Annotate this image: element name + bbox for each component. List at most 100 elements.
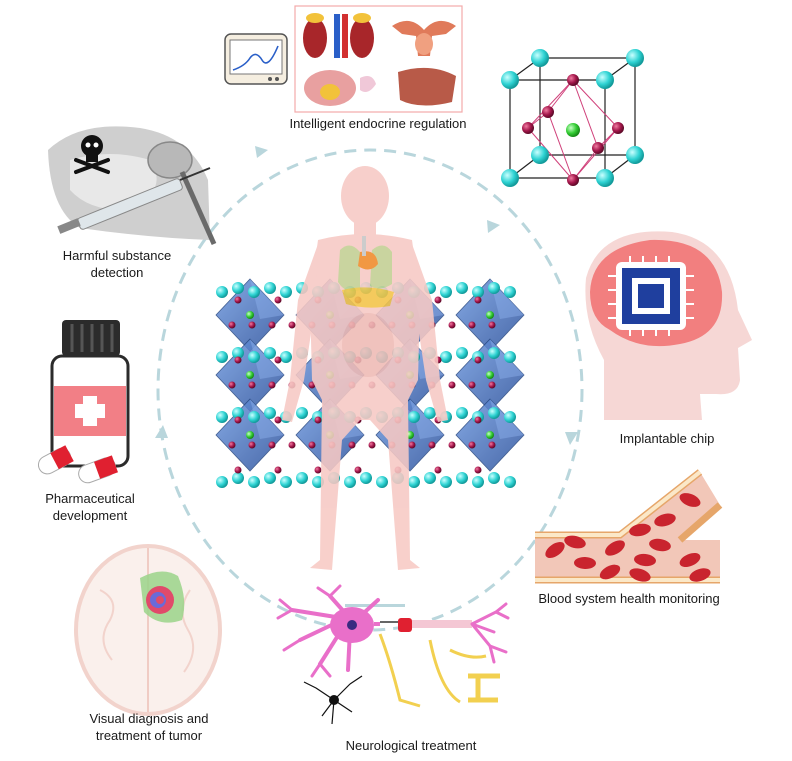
red-blood-cell [574, 556, 596, 570]
center-atom [566, 123, 580, 137]
a-site-atom [264, 347, 276, 359]
a-site-atom [216, 351, 228, 363]
a-site-atom [216, 411, 228, 423]
red-blood-cell [679, 553, 701, 567]
a-site-atom [280, 351, 292, 363]
a-site-atom [472, 476, 484, 488]
a-site-atom [424, 472, 436, 484]
corner-atom [531, 49, 549, 67]
x-site-atom [234, 296, 242, 304]
label-implantable: Implantable chip [620, 431, 715, 446]
x-site-atom [448, 441, 456, 449]
a-site-atom [280, 476, 292, 488]
a-site-atom [424, 407, 436, 419]
x-site-atom [248, 441, 256, 449]
a-site-atom [472, 286, 484, 298]
a-site-atom [264, 407, 276, 419]
octahedron-face [250, 399, 284, 439]
red-blood-cell [649, 538, 671, 552]
label-harmful-line2: detection [91, 265, 144, 280]
a-site-atom [488, 282, 500, 294]
a-site-atom [456, 282, 468, 294]
face-atom [567, 174, 579, 186]
a-site-atom [488, 472, 500, 484]
a-site-atom [232, 347, 244, 359]
cycle-arrows [155, 146, 584, 632]
corner-atom [531, 146, 549, 164]
a-site-atom [408, 476, 420, 488]
x-site-atom [468, 321, 476, 329]
face-atom [567, 74, 579, 86]
x-site-atom [274, 416, 282, 424]
b-site-atom [246, 431, 254, 439]
a-site-atom [296, 407, 308, 419]
a-site-atom [504, 476, 516, 488]
a-site-atom [440, 476, 452, 488]
b-site-atom [486, 431, 494, 439]
a-site-atom [408, 411, 420, 423]
red-blood-cell [689, 568, 711, 582]
a-site-atom [280, 286, 292, 298]
x-site-atom [288, 321, 296, 329]
x-site-atom [428, 441, 436, 449]
a-site-atom [456, 472, 468, 484]
a-site-atom [296, 472, 308, 484]
x-site-atom [234, 416, 242, 424]
x-site-atom [488, 441, 496, 449]
x-site-atom [234, 466, 242, 474]
face-atom [542, 106, 554, 118]
a-site-atom [376, 476, 388, 488]
x-site-atom [314, 416, 322, 424]
a-site-atom [232, 282, 244, 294]
b-site-atom [486, 311, 494, 319]
red-blood-cell [564, 535, 586, 549]
x-site-atom [468, 441, 476, 449]
a-site-atom [504, 411, 516, 423]
x-site-atom [474, 466, 482, 474]
a-site-atom [216, 286, 228, 298]
a-site-atom [248, 351, 260, 363]
b-site-atom [486, 371, 494, 379]
x-site-atom [234, 356, 242, 364]
a-site-atom [232, 407, 244, 419]
human-body-icon [282, 166, 448, 570]
x-site-atom [308, 441, 316, 449]
x-site-atom [488, 321, 496, 329]
a-site-atom [504, 351, 516, 363]
a-site-atom [504, 286, 516, 298]
a-site-atom [232, 472, 244, 484]
monitor-icon [224, 33, 288, 85]
x-site-atom [274, 466, 282, 474]
red-blood-cell [634, 553, 656, 567]
x-site-atom [474, 356, 482, 364]
x-site-atom [248, 321, 256, 329]
x-site-atom [474, 296, 482, 304]
face-atom [612, 122, 624, 134]
x-site-atom [228, 441, 236, 449]
medicine-bottle-icon [37, 320, 130, 484]
x-site-atom [368, 441, 376, 449]
x-site-atom [268, 381, 276, 389]
red-blood-cell [545, 542, 565, 558]
label-tumor-line2: treatment of tumor [96, 728, 203, 743]
x-site-atom [434, 296, 442, 304]
a-site-atom [216, 476, 228, 488]
x-site-atom [228, 321, 236, 329]
x-site-atom [354, 466, 362, 474]
x-site-atom [274, 296, 282, 304]
a-site-atom [488, 347, 500, 359]
a-site-atom [456, 407, 468, 419]
x-site-atom [274, 356, 282, 364]
red-blood-cell [679, 493, 701, 507]
x-site-atom [468, 381, 476, 389]
x-site-atom [268, 441, 276, 449]
face-atom [592, 142, 604, 154]
red-blood-cell [629, 523, 651, 537]
label-neuro: Neurological treatment [346, 738, 477, 753]
b-site-atom [246, 371, 254, 379]
red-blood-cell [629, 568, 651, 582]
label-pharma-line2: development [53, 508, 128, 523]
label-tumor-line1: Visual diagnosis and [89, 711, 208, 726]
neuron-icon [276, 584, 510, 725]
label-pharma-line1: Pharmaceutical [45, 491, 135, 506]
